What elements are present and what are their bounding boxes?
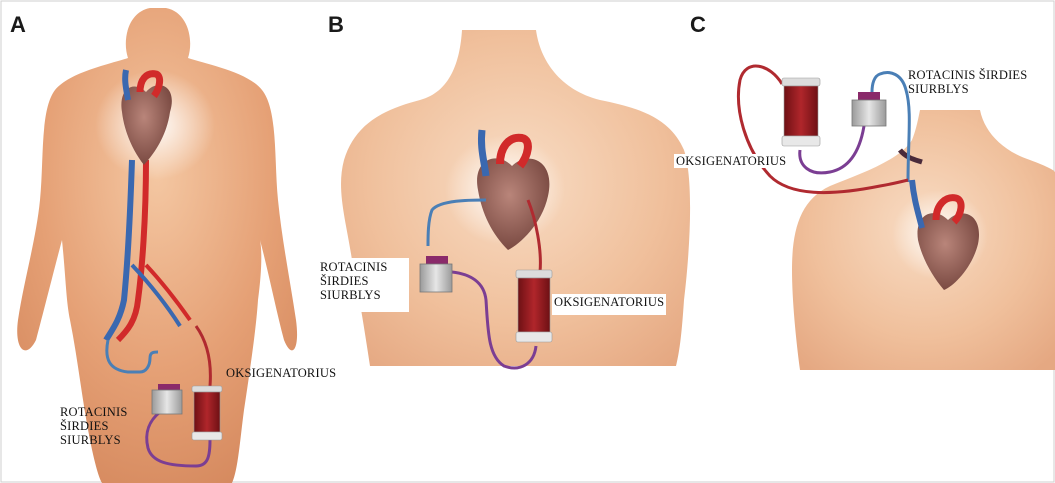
panel-c-pump-label: ROTACINIS ŠIRDIES SIURBLYS: [908, 68, 1027, 96]
panel-b-oxygenator-icon: [516, 270, 552, 342]
panel-a-pump-label-line-1: ROTACINIS: [60, 405, 127, 419]
panel-b-pump-label-line-2: ŠIRDIES: [320, 274, 387, 288]
panel-c-letter: C: [690, 12, 706, 37]
panel-b-pump-label: ROTACINIS ŠIRDIES SIURBLYS: [318, 258, 409, 312]
panel-a-pump-label: ROTACINIS ŠIRDIES SIURBLYS: [60, 405, 127, 447]
panel-c-oxygenator-icon: [782, 78, 820, 146]
panel-c-pump-label-line-2: SIURBLYS: [908, 82, 1027, 96]
panel-a-pump-label-line-3: SIURBLYS: [60, 433, 127, 447]
panel-c-oxygenator-label: OKSIGENATORIUS: [674, 154, 788, 168]
panel-c-pump-label-line-1: ROTACINIS ŠIRDIES: [908, 68, 1027, 82]
panel-b-pump-label-line-1: ROTACINIS: [320, 260, 387, 274]
panel-b-oxygenator-label: OKSIGENATORIUS: [552, 294, 666, 315]
panel-b-letter: B: [328, 12, 344, 37]
panel-b: [341, 30, 690, 368]
panel-b-pump-label-line-3: SIURBLYS: [320, 288, 387, 302]
panel-a-pump-label-line-2: ŠIRDIES: [60, 419, 127, 433]
panel-a-oxygenator-icon: [192, 386, 222, 440]
panel-a-letter: A: [10, 12, 26, 37]
panel-c-pump-icon: [852, 92, 886, 126]
panel-a-oxygenator-label: OKSIGENATORIUS: [226, 366, 336, 380]
panel-c: [738, 66, 1055, 370]
